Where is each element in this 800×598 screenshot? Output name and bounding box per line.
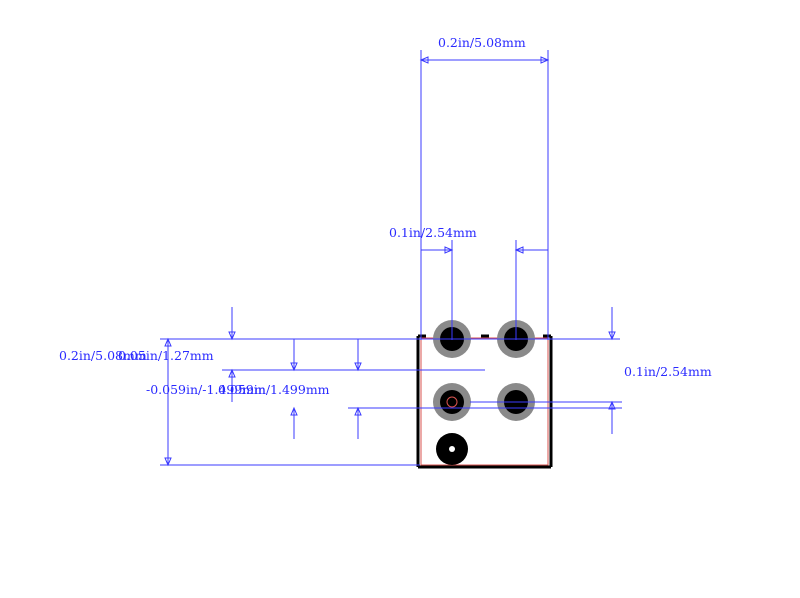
mounting-hole [436,433,468,465]
dimension-arrows [164,56,616,467]
dim-label-pad-offset-b: 0.059in/1.499mm [218,382,330,397]
dimension-lines [160,50,622,466]
dim-label-pad-offset-a: -0.059in/-1.499mm [146,382,266,397]
dim-label-pitch-horizontal: 0.1in/2.54mm [389,225,477,240]
dim-label-pitch-vertical: 0.1in/2.54mm [624,364,712,379]
dim-label-row-offset: 0.05in/1.27mm [118,348,214,363]
dim-label-left-height: 0.2in/5.08mm [59,348,147,363]
dim-label-top-width: 0.2in/5.08mm [438,35,526,50]
pad-3 [433,383,471,421]
